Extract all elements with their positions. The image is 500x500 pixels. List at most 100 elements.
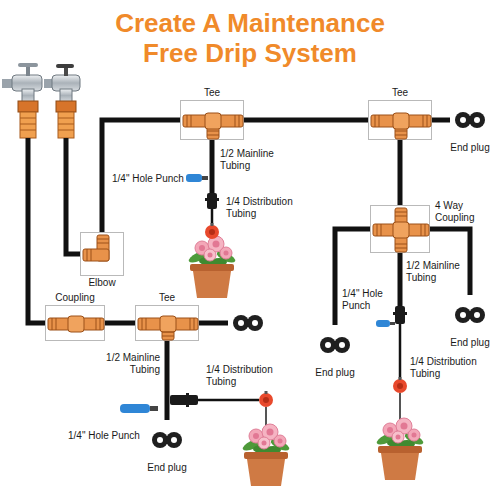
barb-rib bbox=[395, 212, 407, 213]
drip-emitter bbox=[205, 223, 219, 239]
plug-fitting: End plug bbox=[315, 325, 355, 365]
barb-rib bbox=[395, 216, 407, 217]
hole-punch bbox=[376, 320, 390, 327]
end-plug-ring bbox=[320, 337, 336, 353]
part-label: 1/4 Distribution Tubing bbox=[226, 196, 308, 220]
barb-rib bbox=[97, 239, 109, 240]
mainline-tubing bbox=[210, 140, 215, 200]
faucet bbox=[64, 67, 68, 76]
barb-rib bbox=[100, 318, 101, 330]
barb-rib bbox=[187, 115, 188, 127]
fitting-collar bbox=[205, 113, 221, 129]
plug-fitting: End plug bbox=[450, 100, 490, 140]
hole-punch bbox=[150, 406, 158, 411]
hole-punch bbox=[186, 174, 202, 182]
coupling-icon bbox=[46, 306, 106, 342]
barb-rib bbox=[375, 115, 376, 127]
tee-fitting: Tee bbox=[135, 305, 199, 341]
barb-rib bbox=[96, 318, 97, 330]
fitting-collar bbox=[393, 222, 409, 238]
end-plug-ring bbox=[455, 307, 471, 323]
barb-rib bbox=[395, 135, 407, 136]
end-plug-icon bbox=[238, 320, 244, 326]
mainline-tubing bbox=[398, 140, 403, 205]
part-label: 1/4 Distribution Tubing bbox=[206, 364, 288, 388]
faucet bbox=[22, 89, 34, 102]
fitting-name: End plug bbox=[315, 367, 354, 379]
mainline-tubing bbox=[244, 118, 368, 123]
fitting-name: Tee bbox=[159, 292, 175, 304]
hole-punch bbox=[390, 322, 395, 325]
barbed-connector bbox=[186, 393, 189, 407]
end-plug-hole bbox=[474, 312, 480, 318]
end-plug-ring bbox=[152, 432, 168, 448]
barb-rib bbox=[207, 131, 219, 132]
hose-adapter bbox=[20, 112, 36, 138]
fitting-name: Coupling bbox=[55, 292, 94, 304]
plug-icon bbox=[450, 295, 490, 335]
part-label: 1/4" Hole Punch bbox=[112, 173, 184, 185]
barb-rib bbox=[379, 115, 380, 127]
end-plug-hole bbox=[325, 342, 331, 348]
mainline-tubing bbox=[398, 253, 403, 312]
end-plug-icon bbox=[233, 315, 263, 331]
tee-fitting: Tee bbox=[180, 100, 244, 140]
end-plug-ring bbox=[469, 112, 485, 128]
barb-rib bbox=[235, 115, 236, 127]
barb-rib bbox=[162, 336, 174, 337]
part-label: 1/2 Mainline Tubing bbox=[220, 148, 284, 172]
barb-rib bbox=[395, 248, 407, 249]
faucet bbox=[18, 63, 38, 67]
hose-adapter bbox=[56, 101, 76, 112]
plug-icon bbox=[147, 420, 187, 460]
mainline-tubing bbox=[105, 321, 135, 326]
tee-icon bbox=[369, 101, 433, 141]
fitting-name: End plug bbox=[147, 462, 186, 474]
faucet bbox=[2, 63, 42, 102]
plug-icon bbox=[315, 325, 355, 365]
barb-rib bbox=[421, 224, 422, 236]
fitting-name: Tee bbox=[392, 87, 408, 99]
fitting-name: End plug bbox=[450, 337, 489, 349]
barb-rib bbox=[97, 243, 109, 244]
hose-adapter bbox=[58, 112, 74, 138]
barb-rib bbox=[142, 318, 143, 330]
distribution-tubing bbox=[211, 209, 214, 225]
flower-pot bbox=[375, 418, 425, 480]
part-label: 1/4 Distribution Tubing bbox=[410, 356, 492, 380]
faucet bbox=[44, 64, 80, 102]
barb-rib bbox=[381, 224, 382, 236]
end-plug-icon bbox=[252, 320, 258, 326]
hose-adapter bbox=[20, 130, 36, 131]
fitting-collar bbox=[393, 113, 409, 129]
fitting-collar bbox=[160, 316, 176, 332]
barb-rib bbox=[56, 318, 57, 330]
mainline-tubing bbox=[432, 118, 450, 123]
hose-adapter bbox=[20, 118, 36, 119]
faucet bbox=[56, 64, 74, 68]
hose-adapter bbox=[20, 124, 36, 125]
end-plug-hole bbox=[460, 117, 466, 123]
tee-icon bbox=[181, 101, 245, 141]
fitting-name: Tee bbox=[204, 87, 220, 99]
barb-rib bbox=[427, 115, 428, 127]
hose-adapter bbox=[58, 124, 74, 125]
drip-emitter bbox=[393, 377, 407, 393]
hole-punch bbox=[120, 404, 150, 413]
barbed-connector bbox=[393, 312, 407, 315]
barb-rib bbox=[52, 318, 53, 330]
part-label: 1/2 Mainline Tubing bbox=[406, 260, 464, 284]
mainline-tubing bbox=[165, 341, 170, 420]
end-plug-hole bbox=[171, 437, 177, 443]
plug-fitting: End plug bbox=[450, 295, 490, 335]
tee-fitting: Tee bbox=[368, 100, 432, 140]
fitting-name: Elbow bbox=[88, 277, 115, 289]
tee-icon bbox=[136, 306, 200, 342]
barb-rib bbox=[207, 135, 219, 136]
end-plug-hole bbox=[474, 117, 480, 123]
end-plug-icon bbox=[233, 315, 249, 331]
part-label: 1/4" Hole Punch bbox=[342, 288, 388, 312]
barb-rib bbox=[377, 224, 378, 236]
end-plug-hole bbox=[157, 437, 163, 443]
